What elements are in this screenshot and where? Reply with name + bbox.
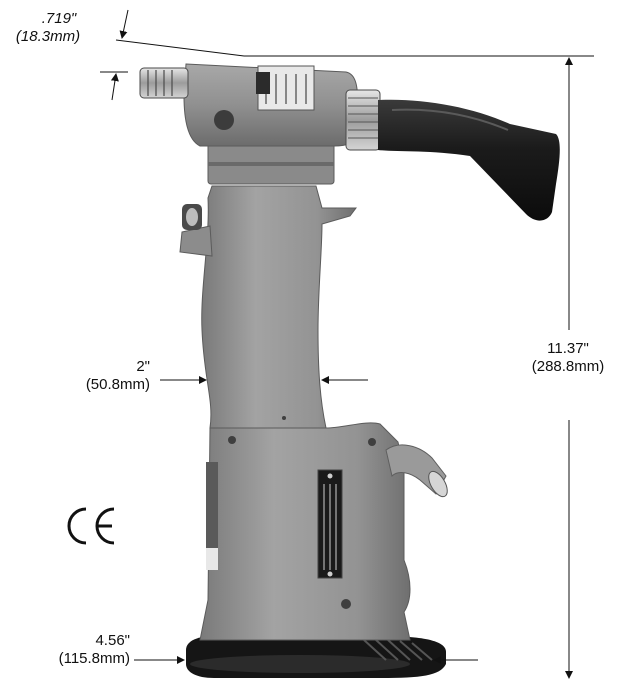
handle-dimension-inch: 2" bbox=[136, 358, 150, 375]
nozzle-dimension-metric: (18.3mm) bbox=[15, 28, 81, 45]
base-dimension-label: 4.56" (115.8mm) bbox=[22, 632, 130, 668]
knurled-collar bbox=[345, 89, 381, 151]
nozzle-bottom-arrow bbox=[110, 73, 119, 101]
lower-housing bbox=[199, 422, 411, 641]
side-decal bbox=[206, 462, 218, 570]
nozzle-dimension-inch: .719" bbox=[41, 10, 77, 27]
ce-mark-icon bbox=[67, 507, 115, 545]
height-dimension-inch: 11.37" bbox=[547, 340, 589, 357]
dimension-lines bbox=[100, 9, 594, 679]
handle-dimension-metric: (50.8mm) bbox=[85, 376, 150, 393]
height-dimension-label: 11.37" (288.8mm) bbox=[516, 340, 620, 376]
base-dimension-metric: (115.8mm) bbox=[58, 650, 130, 667]
handle bbox=[201, 185, 357, 429]
rear-grip bbox=[378, 99, 560, 221]
nozzle-dimension-label: .719" (18.3mm) bbox=[8, 10, 88, 46]
foot-ribs bbox=[363, 639, 433, 661]
height-dimension-metric: (288.8mm) bbox=[531, 358, 605, 375]
front-lug bbox=[179, 225, 213, 257]
nozzle-top-arrow bbox=[119, 9, 129, 39]
nozzle-extension-line bbox=[115, 39, 245, 57]
base-dimension-inch: 4.56" bbox=[95, 632, 130, 649]
tool-body bbox=[139, 63, 560, 678]
handle-dimension-label: 2" (50.8mm) bbox=[40, 358, 150, 394]
